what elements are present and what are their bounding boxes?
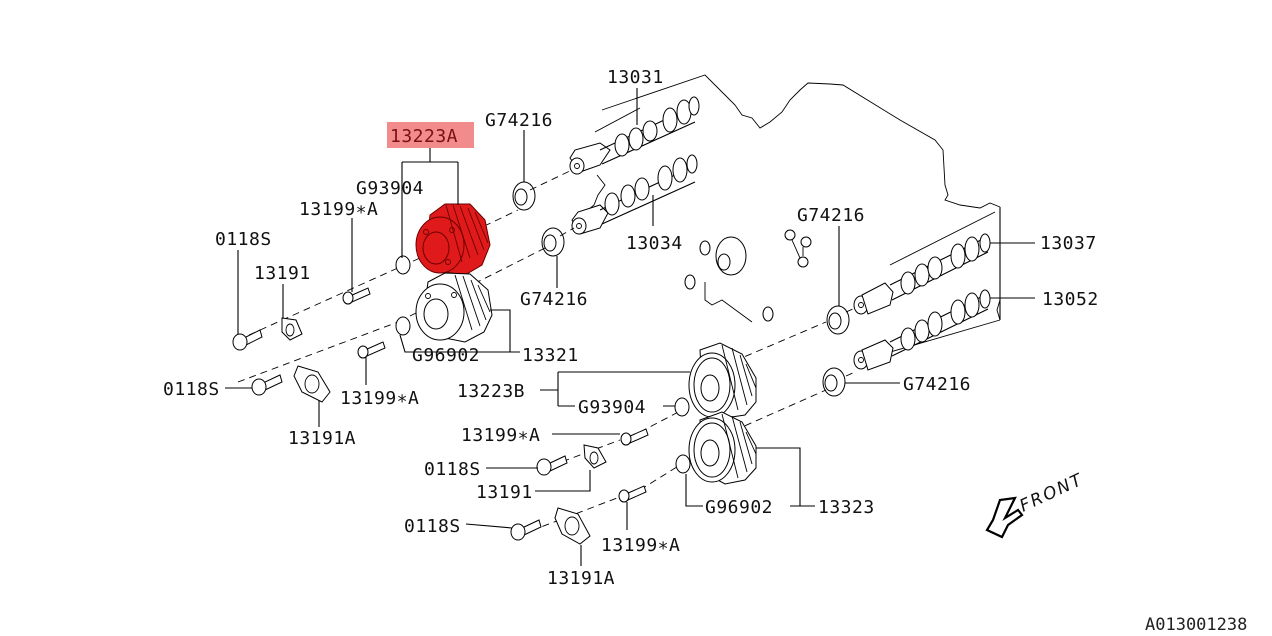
front-arrow-icon	[985, 496, 1024, 539]
plate-13191-1[interactable]	[281, 317, 303, 341]
label-13031[interactable]: 13031	[607, 67, 664, 88]
bolt-13199A-1[interactable]	[342, 287, 371, 305]
camshaft-13052[interactable]	[853, 289, 991, 371]
oil-seal-g74216-low[interactable]	[822, 367, 846, 397]
label-13191A-2[interactable]: 13191A	[547, 568, 615, 589]
o-ring-g96902-low[interactable]	[675, 454, 691, 474]
bolt-13199A-3[interactable]	[620, 428, 649, 446]
diagram-code: A013001238	[1145, 615, 1247, 635]
cam-sprocket-13223A-highlighted[interactable]	[415, 203, 491, 276]
plate-13191A-1[interactable]	[293, 365, 331, 403]
oil-seal-g74216-right[interactable]	[826, 305, 850, 335]
label-13223B[interactable]: 13223B	[457, 381, 525, 402]
label-g96902-top[interactable]: G96902	[412, 345, 480, 366]
o-ring-g93904-low[interactable]	[674, 397, 690, 417]
label-13191-2[interactable]: 13191	[476, 482, 533, 503]
label-0118S-4[interactable]: 0118S	[404, 516, 461, 537]
bolt-0118S-4[interactable]	[510, 519, 542, 541]
oil-seal-g74216-top[interactable]	[512, 181, 536, 211]
label-13052[interactable]: 13052	[1042, 289, 1099, 310]
label-g74216-top[interactable]: G74216	[485, 110, 553, 131]
label-13223A[interactable]: 13223A	[390, 126, 458, 147]
tensioner-bracket	[784, 229, 812, 268]
camshaft-13037[interactable]	[853, 233, 991, 315]
o-ring-g93904-top[interactable]	[395, 255, 411, 275]
label-g74216-right[interactable]: G74216	[797, 205, 865, 226]
label-0118S-3[interactable]: 0118S	[424, 459, 481, 480]
label-g93904-low[interactable]: G93904	[578, 397, 646, 418]
label-g96902-low[interactable]: G96902	[705, 497, 773, 518]
label-13199A-2[interactable]: 13199∗A	[340, 388, 419, 409]
label-13199A-3[interactable]: 13199∗A	[461, 425, 540, 446]
label-13199A-4[interactable]: 13199∗A	[601, 535, 680, 556]
label-0118S-2[interactable]: 0118S	[163, 379, 220, 400]
idler-pulley	[684, 236, 774, 322]
label-g93904-top[interactable]: G93904	[356, 178, 424, 199]
bolt-0118S-1[interactable]	[232, 329, 263, 351]
label-0118S-1[interactable]: 0118S	[215, 229, 272, 250]
plate-13191A-2[interactable]	[554, 507, 591, 545]
bolt-0118S-2[interactable]	[251, 374, 283, 396]
plate-13191-2[interactable]	[583, 444, 607, 469]
oil-seal-g74216-mid[interactable]	[541, 227, 565, 257]
bolt-13199A-2[interactable]	[357, 341, 386, 359]
label-13034[interactable]: 13034	[626, 233, 683, 254]
camshaft-13031[interactable]	[569, 96, 700, 175]
highlight-label-bg	[387, 122, 474, 148]
label-13191A-1[interactable]: 13191A	[288, 428, 356, 449]
label-13321[interactable]: 13321	[522, 345, 579, 366]
label-g74216-low[interactable]: G74216	[903, 374, 971, 395]
callout-labels: 13223A 13031 G74216 G93904 13199∗A 13034…	[163, 67, 1099, 589]
front-direction-indicator: FRONT	[985, 470, 1087, 539]
o-ring-g96902-top[interactable]	[395, 316, 411, 336]
leader-lines	[225, 88, 1035, 566]
label-13323[interactable]: 13323	[818, 497, 875, 518]
label-13191-1[interactable]: 13191	[254, 263, 311, 284]
camshaft-13034[interactable]	[571, 154, 698, 235]
label-13037[interactable]: 13037	[1040, 233, 1097, 254]
cam-sprocket-13323[interactable]	[688, 411, 757, 485]
label-g74216-mid[interactable]: G74216	[520, 289, 588, 310]
bolt-13199A-4[interactable]	[618, 485, 647, 503]
cam-sprocket-13223B[interactable]	[688, 342, 757, 419]
front-label: FRONT	[1017, 470, 1087, 517]
bolt-0118S-3[interactable]	[536, 455, 568, 476]
cam-sprocket-13321[interactable]	[415, 272, 493, 343]
label-13199A-1[interactable]: 13199∗A	[299, 199, 378, 220]
